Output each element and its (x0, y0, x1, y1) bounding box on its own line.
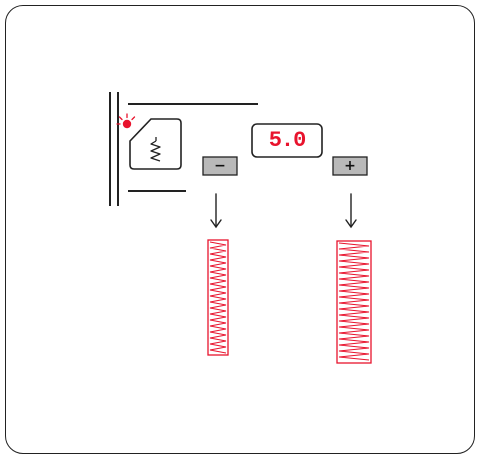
lcd-display (251, 123, 323, 158)
down-arrow-icon (345, 193, 357, 229)
lcd-value: 5.0 (268, 127, 307, 153)
down-arrow-icon (210, 193, 222, 229)
plus-button[interactable] (332, 156, 368, 176)
panel-frame (5, 5, 475, 454)
control-panel-outline (109, 92, 258, 206)
pattern-key[interactable] (129, 118, 182, 170)
zigzag-stitch-icon (150, 140, 161, 162)
minus-button[interactable] (202, 156, 238, 176)
led-indicator (116, 113, 136, 129)
minus-button-label[interactable]: − (214, 158, 226, 174)
narrow-satin-stitch-icon (207, 239, 229, 356)
plus-button-label[interactable]: + (344, 158, 356, 174)
wide-satin-stitch-icon (336, 240, 372, 364)
